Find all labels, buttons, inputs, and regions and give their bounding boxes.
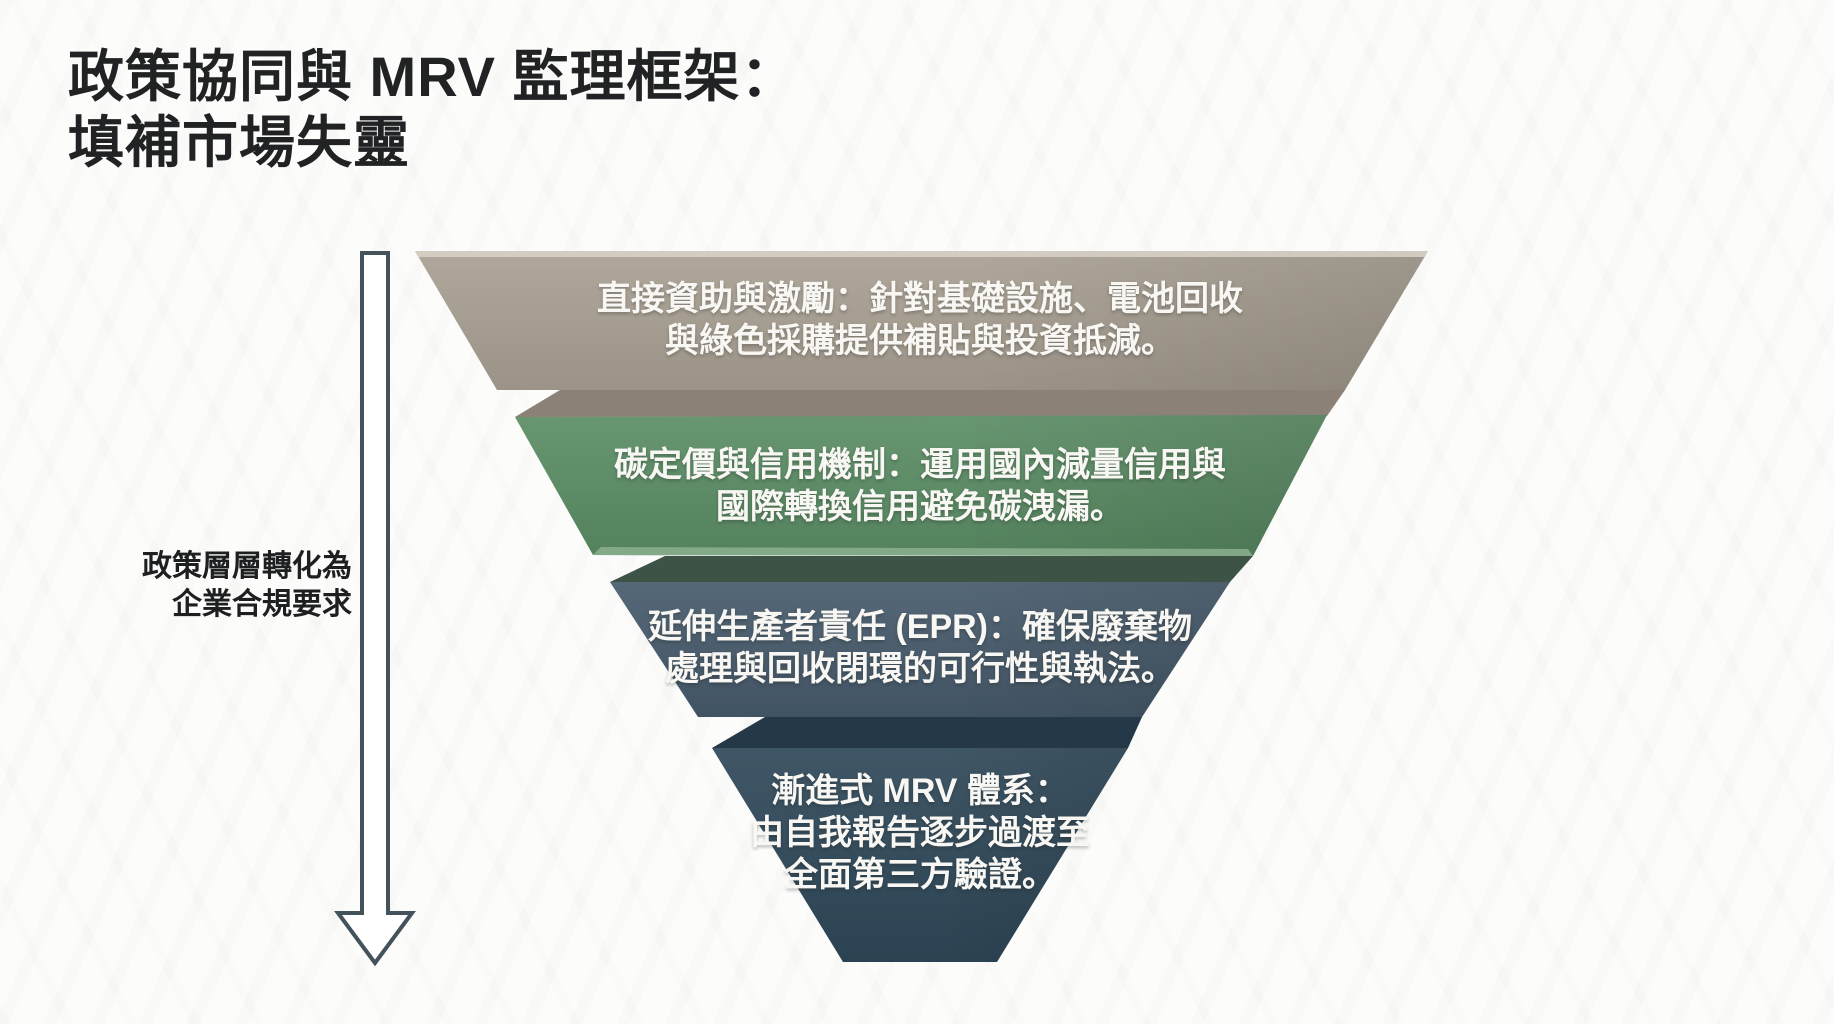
side-annotation: 政策層層轉化為 企業合規要求	[90, 548, 352, 624]
funnel-level-4-line-3: 全面第三方驗證。	[784, 856, 1056, 894]
funnel-level-2-highlight	[593, 547, 1253, 556]
funnel-level-3-fold	[610, 556, 1253, 582]
side-annotation-line-2: 企業合規要求	[172, 588, 352, 621]
funnel-level-3-shading-right	[610, 582, 1230, 717]
funnel-level-4-line-2: 由自我報告逐步過渡至	[750, 814, 1090, 852]
funnel-level-2-line-1: 碳定價與信用機制：運用國內減量信用與	[614, 446, 1226, 484]
funnel-level-1-text: 直接資助與激勵：針對基礎設施、電池回收 與綠色採購提供補貼與投資抵減。	[597, 278, 1243, 362]
funnel-level-4-text: 漸進式 MRV 體系： 由自我報告逐步過渡至 全面第三方驗證。	[750, 770, 1090, 896]
funnel-level-3-line-1: 延伸生產者責任 (EPR)：確保廢棄物	[648, 608, 1192, 646]
funnel-level-3-text: 延伸生產者責任 (EPR)：確保廢棄物 處理與回收閉環的可行性與執法。	[648, 606, 1192, 690]
page-title-line-1: 政策協同與 MRV 監理框架：	[68, 45, 798, 108]
funnel-level-1-shading-right	[415, 251, 1428, 390]
funnel-level-3-line-2: 處理與回收閉環的可行性與執法。	[665, 650, 1175, 688]
page-title-line-2: 填補市場失靈	[68, 111, 410, 174]
funnel-level-2-line-2: 國際轉換信用避免碳洩漏。	[716, 488, 1124, 526]
funnel-level-2-text: 碳定價與信用機制：運用國內減量信用與 國際轉換信用避免碳洩漏。	[614, 444, 1226, 528]
funnel-level-4-fold	[712, 717, 1142, 748]
funnel-level-1-line-2: 與綠色採購提供補貼與投資抵減。	[665, 322, 1175, 360]
funnel-level-4-shading-right	[712, 748, 1128, 962]
down-arrow-icon	[334, 251, 416, 967]
funnel-level-2-fold	[515, 390, 1345, 417]
funnel-level-2-shading-right	[515, 415, 1327, 556]
side-annotation-line-1: 政策層層轉化為	[142, 550, 352, 583]
funnel-level-1-highlight	[415, 251, 1428, 257]
funnel-level-1-line-1: 直接資助與激勵：針對基礎設施、電池回收	[597, 280, 1243, 318]
page-title: 政策協同與 MRV 監理框架： 填補市場失靈	[68, 44, 798, 176]
funnel-level-4-line-1: 漸進式 MRV 體系：	[771, 772, 1069, 810]
